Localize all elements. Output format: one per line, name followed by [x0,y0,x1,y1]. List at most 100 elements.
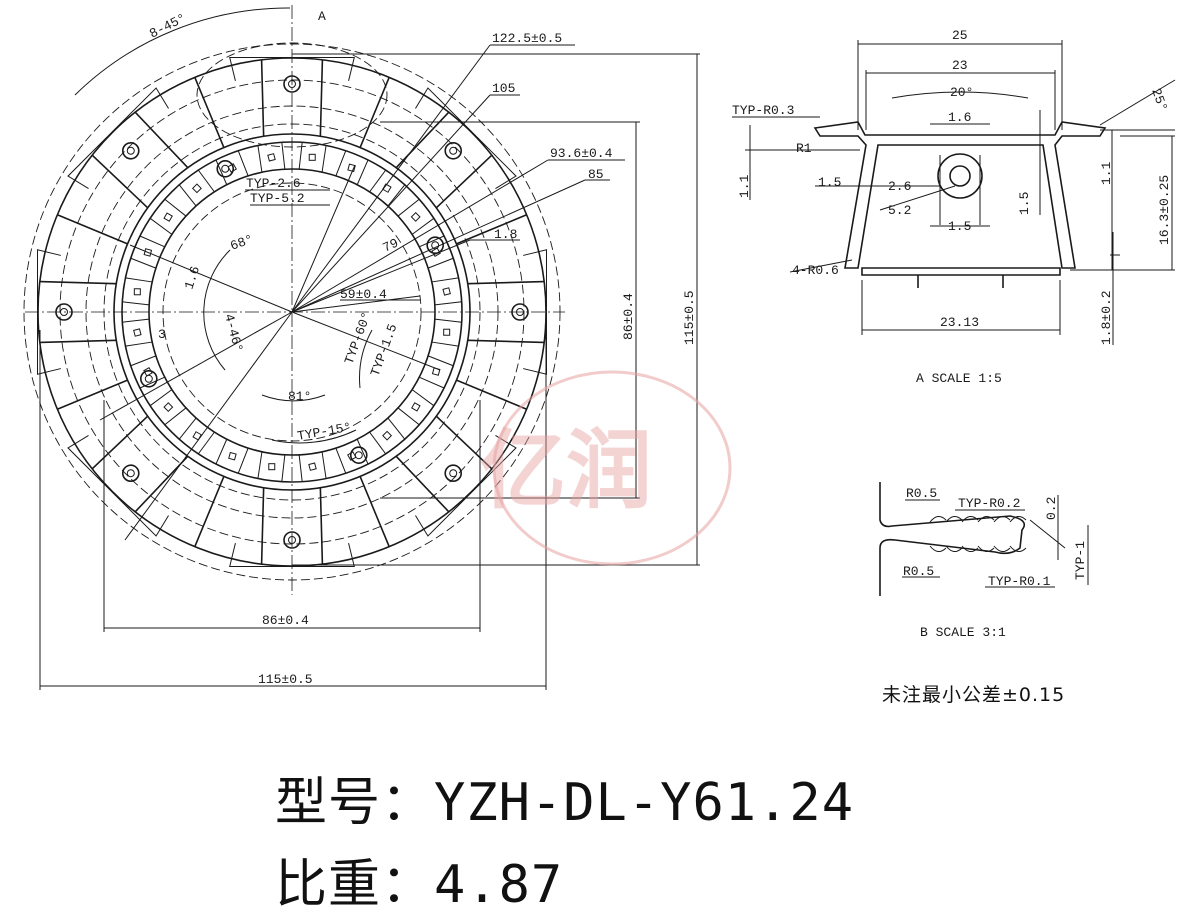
serration-bottom [929,545,947,552]
tooth-serration [163,402,174,413]
slot-wall [260,59,324,137]
detail-b-view [879,482,1089,596]
dim-a-d15c: 1.5 [1017,192,1032,215]
detail-a-view [732,40,1176,345]
inner-tooth [237,145,263,177]
inner-tooth [427,341,459,367]
dim-w86: 86±0.4 [262,613,309,628]
model-value: YZH-DL-Y61.24 [434,773,855,833]
screw-hole-core [288,536,296,544]
ext-b-02 [1029,519,1066,549]
dim-d16: 1.6 [182,264,203,291]
middle-ring-inner [121,141,463,483]
tooth-serration [347,163,356,173]
inner-tooth [139,217,173,248]
dim-d85: 85 [588,167,604,182]
dim-d59: 59±0.4 [340,287,387,302]
tooth-serration [410,211,421,222]
dim-d18: 1.8 [494,227,517,242]
serration-bottom [977,545,995,552]
screw-hole [121,464,140,483]
serration-bottom [945,545,963,552]
arc-45 [74,7,291,96]
serration-top [961,516,979,523]
slot-wall [467,280,545,344]
dim-typl15: TYP-1.5 [368,322,401,378]
dim-a-d15a: 1.5 [818,175,841,190]
rib [359,77,390,148]
screw-hole-core [449,469,458,478]
slot-lip [523,249,547,375]
leader-d59 [291,295,421,313]
rib [456,379,527,410]
inner-boss-core [221,164,230,173]
boss-a-inner [949,165,971,187]
detail-b-caption: B SCALE 3:1 [920,625,1006,640]
tooth-serration [192,431,202,441]
dim-a-h163: 16.3±0.25 [1157,175,1172,245]
tooth-serration [191,183,202,194]
slot-lip [229,57,355,81]
leader-w [99,311,293,421]
inner-tooth [411,376,445,407]
arc-81 [261,394,326,402]
dim-a-typr03: TYP-R0.3 [732,103,794,118]
rib [57,214,128,245]
circle-d122 [23,43,561,581]
dim-b-typ1: TYP-1 [1073,541,1088,580]
leader-d93 [291,159,549,313]
profile-a-base [861,267,1061,276]
serration-top [929,516,947,523]
serration-top [1009,516,1027,523]
serration-bottom [961,545,979,552]
leader-typ [291,164,356,313]
screw-hole-core [516,308,524,316]
screw-hole-core [126,469,135,478]
screw-hole [444,464,463,483]
slot-wall [260,487,324,565]
dim-a-ang25: 25° [1148,86,1170,113]
rib [456,214,527,245]
slot-wall [395,415,493,513]
tooth-serration [133,288,141,296]
tooth-serration [442,287,451,296]
dim-b-r05a: R0.5 [906,486,937,501]
serration-bottom [1009,545,1027,552]
leader-d85 [291,179,586,313]
dim-ang68: 68° [228,232,255,254]
inner-tooth [197,431,228,465]
inner-boss [216,160,235,178]
arc-68 [203,249,231,371]
inner-boss [349,446,368,464]
density-label: 比重： [275,855,435,915]
inner-tooth [434,301,462,323]
leader-d79 [291,239,471,313]
inner-tooth [321,447,347,479]
inner-tooth [387,184,420,217]
leader-d105 [291,94,491,313]
slot-lip [415,87,517,189]
dim-a-d11b: 1.1 [1099,161,1114,185]
tooth-serration [268,463,276,471]
leader-a-52 [879,185,956,211]
model-line: 型号：YZH-DL-Y61.24 [275,760,854,835]
serration-top [945,516,963,523]
tooth-serration [382,183,392,193]
slot-lip [415,435,517,537]
inner-ring [148,168,436,456]
serration-top [993,516,1011,523]
dim-a-w23: 23 [952,58,968,73]
tooth-serration [228,451,237,461]
dim-w115: 115±0.5 [258,672,313,687]
tooth-serration [133,328,142,337]
dim-d105: 105 [492,81,515,96]
detail-b-profile [879,482,1026,596]
dim-a-w2313: 23.13 [940,315,979,330]
slot-lip [229,543,355,567]
screw-hole-core [126,146,135,155]
dim-a-d11a: 1.1 [737,174,752,198]
inner-tooth [427,257,459,283]
inner-tooth [125,257,157,283]
leader-sw [124,311,293,541]
rib [359,476,390,547]
